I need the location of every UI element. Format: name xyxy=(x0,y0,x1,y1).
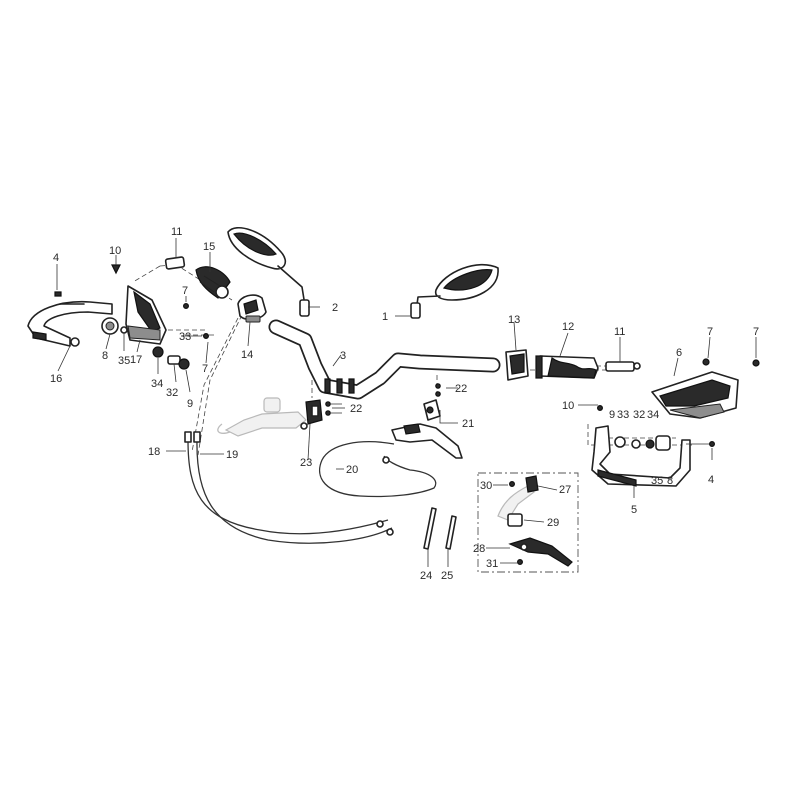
alternate-clutch-assembly-box xyxy=(477,472,579,573)
callout-6: 6 xyxy=(676,347,682,359)
handlebar xyxy=(268,319,501,400)
callout-22-upper: 22 xyxy=(455,383,467,395)
callout-35-right: 35 xyxy=(651,475,663,487)
callout-15: 15 xyxy=(203,241,215,253)
guard-spacers-left xyxy=(54,264,210,370)
switch-housing-right xyxy=(237,294,267,323)
callout-33-right: 33 xyxy=(617,409,629,421)
callout-22-lower: 22 xyxy=(350,403,362,415)
callout-20: 20 xyxy=(346,464,358,476)
callout-8-right: 8 xyxy=(667,475,673,487)
callout-16: 16 xyxy=(50,373,62,385)
callout-32-right: 32 xyxy=(633,409,645,421)
callout-17: 17 xyxy=(130,354,142,366)
clutch-cable xyxy=(319,441,437,498)
callout-27: 27 xyxy=(559,484,571,496)
grip-left xyxy=(535,355,599,379)
callout-19: 19 xyxy=(226,449,238,461)
callout-21: 21 xyxy=(462,418,474,430)
brake-master-cylinder xyxy=(217,397,307,437)
callout-11-right: 11 xyxy=(614,326,625,338)
rod-24 xyxy=(423,507,437,550)
hand-guard-bracket-left xyxy=(27,300,113,347)
screws-22-right xyxy=(325,401,342,416)
callout-9-right: 9 xyxy=(609,409,615,421)
clutch-lever-assembly xyxy=(391,399,463,459)
callout-28: 28 xyxy=(473,543,485,555)
callout-4-left: 4 xyxy=(53,252,59,264)
callout-14: 14 xyxy=(241,349,253,361)
hand-guard-right xyxy=(651,371,739,419)
callout-2: 2 xyxy=(332,302,338,314)
callout-18: 18 xyxy=(148,446,160,458)
callout-3: 3 xyxy=(340,350,346,362)
callout-9-left: 9 xyxy=(187,398,193,410)
mirror-right xyxy=(227,227,310,317)
callout-1: 1 xyxy=(382,311,388,323)
callout-33-left: 33 xyxy=(179,331,191,343)
callout-32-left: 32 xyxy=(166,387,178,399)
bar-end-right xyxy=(605,361,641,372)
throttle-cables xyxy=(184,431,394,544)
callout-29: 29 xyxy=(547,517,559,529)
callout-7-b: 7 xyxy=(202,363,208,375)
callout-30: 30 xyxy=(480,480,492,492)
callout-4-right: 4 xyxy=(708,474,714,486)
hand-guard-left xyxy=(125,285,167,345)
switch-housing-left xyxy=(505,349,529,381)
mirror-left xyxy=(410,263,499,319)
callout-11-left: 11 xyxy=(171,226,182,238)
callout-31: 31 xyxy=(486,558,498,570)
callout-34-right: 34 xyxy=(647,409,659,421)
callout-12: 12 xyxy=(562,321,574,333)
alternate-clutch-parts xyxy=(497,475,573,567)
callouts: 1 2 3 4 4 5 6 7 7 7 7 8 8 9 9 10 10 11 1… xyxy=(50,226,759,582)
callout-13: 13 xyxy=(508,314,520,326)
callout-10-right: 10 xyxy=(562,400,574,412)
callout-25: 25 xyxy=(441,570,453,582)
callout-10-left: 10 xyxy=(109,245,121,257)
callout-7-a: 7 xyxy=(182,285,188,297)
bar-end-left xyxy=(164,256,186,270)
guard-spacers-right xyxy=(596,358,760,451)
callout-7-c: 7 xyxy=(707,326,713,338)
callout-5: 5 xyxy=(631,504,637,516)
throttle-grip xyxy=(195,266,231,299)
callout-8-left: 8 xyxy=(102,350,108,362)
rod-25 xyxy=(445,515,457,550)
callout-23: 23 xyxy=(300,457,312,469)
leader-lines xyxy=(56,238,757,567)
hand-guard-bracket-right xyxy=(591,425,691,487)
callout-34-left: 34 xyxy=(151,378,163,390)
callout-7-d: 7 xyxy=(753,326,759,338)
callout-24: 24 xyxy=(420,570,432,582)
callout-35-left: 35 xyxy=(118,355,130,367)
screws-22-left xyxy=(435,383,441,397)
brake-lever-bracket xyxy=(300,399,323,430)
